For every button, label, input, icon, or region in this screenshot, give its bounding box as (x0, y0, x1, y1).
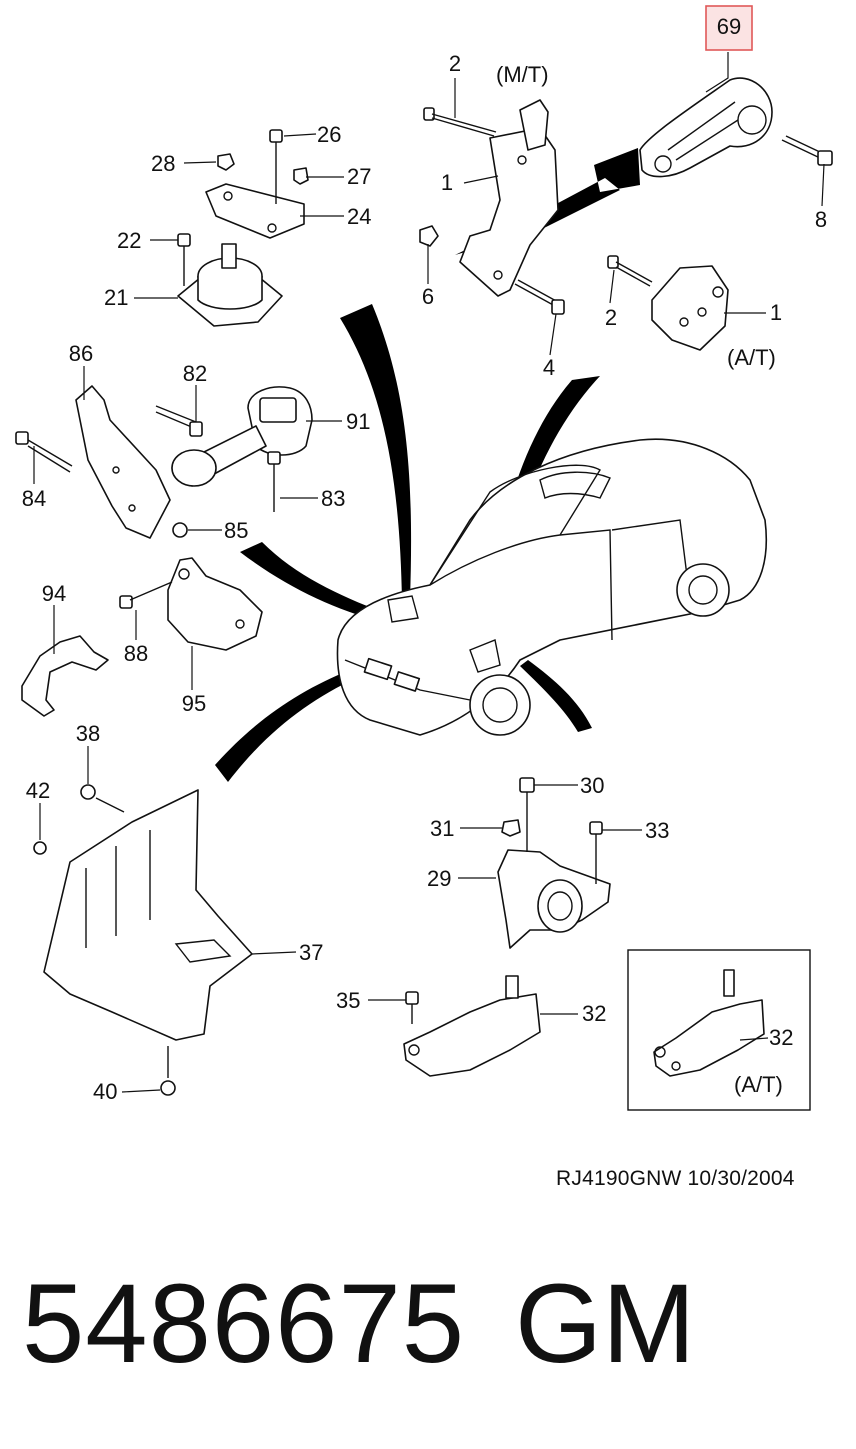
leader-lines (33, 52, 825, 1093)
bolt-35 (405, 991, 419, 1024)
callout-24[interactable]: 24 (347, 204, 371, 229)
splash-shield-37 (43, 789, 253, 1041)
at-bracket-1 (651, 265, 729, 351)
callout-31[interactable]: 31 (430, 816, 454, 841)
callout-82[interactable]: 82 (183, 361, 207, 386)
callout-83[interactable]: 83 (321, 486, 345, 511)
callout-33[interactable]: 33 (645, 818, 669, 843)
bolt-84 (15, 431, 73, 473)
callout-8[interactable]: 8 (815, 207, 827, 232)
nut-28 (217, 153, 235, 171)
callout-38[interactable]: 38 (76, 721, 100, 746)
bolt-38 (80, 784, 125, 813)
callout-69[interactable]: 69 (717, 14, 741, 39)
bolt-4 (514, 279, 565, 315)
callout-21[interactable]: 21 (104, 285, 128, 310)
callout-88[interactable]: 88 (124, 641, 148, 666)
mount-91 (171, 386, 313, 487)
callout-84[interactable]: 84 (22, 486, 46, 511)
mt-bracket-1 (459, 99, 559, 297)
mount-21 (177, 243, 283, 327)
part-number: 5486675 (22, 1261, 466, 1386)
at-inset-box (627, 949, 811, 1111)
bolt-83 (267, 451, 281, 512)
torque-rod-69 (639, 77, 773, 178)
callout-2-top[interactable]: 2 (449, 51, 461, 76)
callout-91[interactable]: 91 (346, 409, 370, 434)
callout-6[interactable]: 6 (422, 284, 434, 309)
bolt-22 (177, 233, 191, 286)
callout-1-at[interactable]: 1 (770, 300, 782, 325)
callout-2-at[interactable]: 2 (605, 305, 617, 330)
nut-6 (419, 225, 439, 247)
mount-29 (497, 849, 611, 949)
bracket-24 (205, 183, 305, 239)
bracket-32 (403, 975, 541, 1077)
variant-label-mt: (M/T) (496, 62, 549, 87)
callout-22[interactable]: 22 (117, 228, 141, 253)
nut-27 (293, 167, 309, 185)
nut-85 (172, 522, 188, 538)
bracket-95 (167, 557, 263, 651)
callout-86[interactable]: 86 (69, 341, 93, 366)
callout-27[interactable]: 27 (347, 164, 371, 189)
callout-32-at[interactable]: 32 (769, 1025, 793, 1050)
bolt-88 (119, 581, 173, 609)
bolt-82 (155, 405, 203, 437)
screw-40 (160, 1046, 176, 1096)
bolt-33 (589, 821, 603, 884)
callout-28[interactable]: 28 (151, 151, 175, 176)
bolt-26 (269, 129, 283, 204)
callout-32-main[interactable]: 32 (582, 1001, 606, 1026)
callout-40[interactable]: 40 (93, 1079, 117, 1104)
callout-29[interactable]: 29 (427, 866, 451, 891)
shield-94 (21, 635, 109, 717)
callout-37[interactable]: 37 (299, 940, 323, 965)
bolt-8 (781, 135, 833, 166)
drawing-code: RJ4190GNW 10/30/2004 (556, 1167, 795, 1190)
bracket-86 (75, 385, 171, 539)
callout-26[interactable]: 26 (317, 122, 341, 147)
callout-42[interactable]: 42 (26, 778, 50, 803)
bolt-30 (519, 777, 535, 852)
nut-31 (501, 819, 521, 837)
callout-94[interactable]: 94 (42, 581, 66, 606)
variant-label-at-box: (A/T) (734, 1072, 783, 1097)
variant-label-at-top: (A/T) (727, 345, 776, 370)
bolt-2-at (607, 255, 653, 287)
callout-1-mt[interactable]: 1 (441, 170, 453, 195)
screw-42 (33, 841, 47, 855)
car-illustration (336, 438, 768, 736)
callout-4[interactable]: 4 (543, 355, 555, 380)
callout-95[interactable]: 95 (182, 691, 206, 716)
callout-numbers: 2 1 6 4 8 2 1 26 28 27 24 22 21 86 82 91… (22, 51, 827, 1104)
callout-30[interactable]: 30 (580, 773, 604, 798)
bolt-2-top (423, 107, 497, 137)
callout-35[interactable]: 35 (336, 988, 360, 1013)
callout-85[interactable]: 85 (224, 518, 248, 543)
brand-name: GM (515, 1261, 696, 1386)
highlight-box-69 (705, 5, 753, 51)
